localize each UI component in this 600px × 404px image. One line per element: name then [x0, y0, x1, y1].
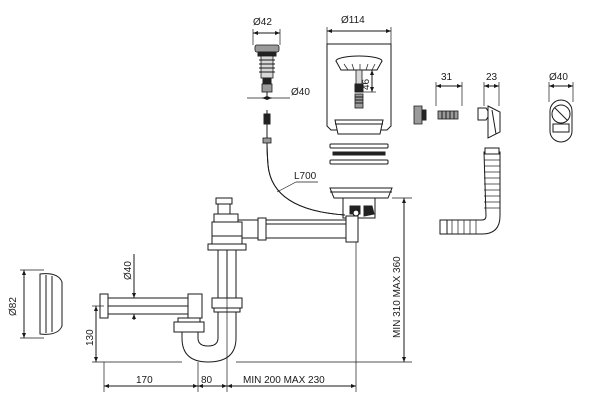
dim-w170: 170 — [136, 375, 153, 386]
gasket-stack — [329, 143, 389, 165]
pipe-diameter-dim — [108, 254, 140, 320]
siphon-assembly — [99, 110, 393, 363]
overflow-screw-parts — [413, 82, 574, 143]
pop-up-plug — [247, 29, 290, 100]
dim-d40-side: Ø40 — [549, 72, 568, 83]
overall-dimensions — [92, 197, 412, 392]
dim-min-max-height: MIN 310 MAX 360 — [392, 256, 403, 338]
dim-l700: L700 — [294, 171, 317, 182]
dim-d42: Ø42 — [253, 17, 272, 28]
rubber-connector-cone — [20, 269, 63, 339]
basket-strainer — [326, 27, 392, 135]
dim-min-max-width: MIN 200 MAX 230 — [243, 375, 325, 386]
dim-d82: Ø82 — [8, 297, 19, 316]
dim-d40-pipe: Ø40 — [123, 261, 134, 280]
dim-w23: 23 — [486, 72, 498, 83]
dim-w80: 80 — [201, 375, 213, 386]
dim-d114: Ø114 — [341, 15, 365, 26]
dim-d40-plug: Ø40 — [291, 87, 310, 98]
dim-h46: 46 — [361, 78, 372, 90]
dim-w31: 31 — [441, 72, 453, 83]
dim-h130: 130 — [85, 329, 96, 346]
flexible-overflow-hose — [439, 147, 501, 235]
